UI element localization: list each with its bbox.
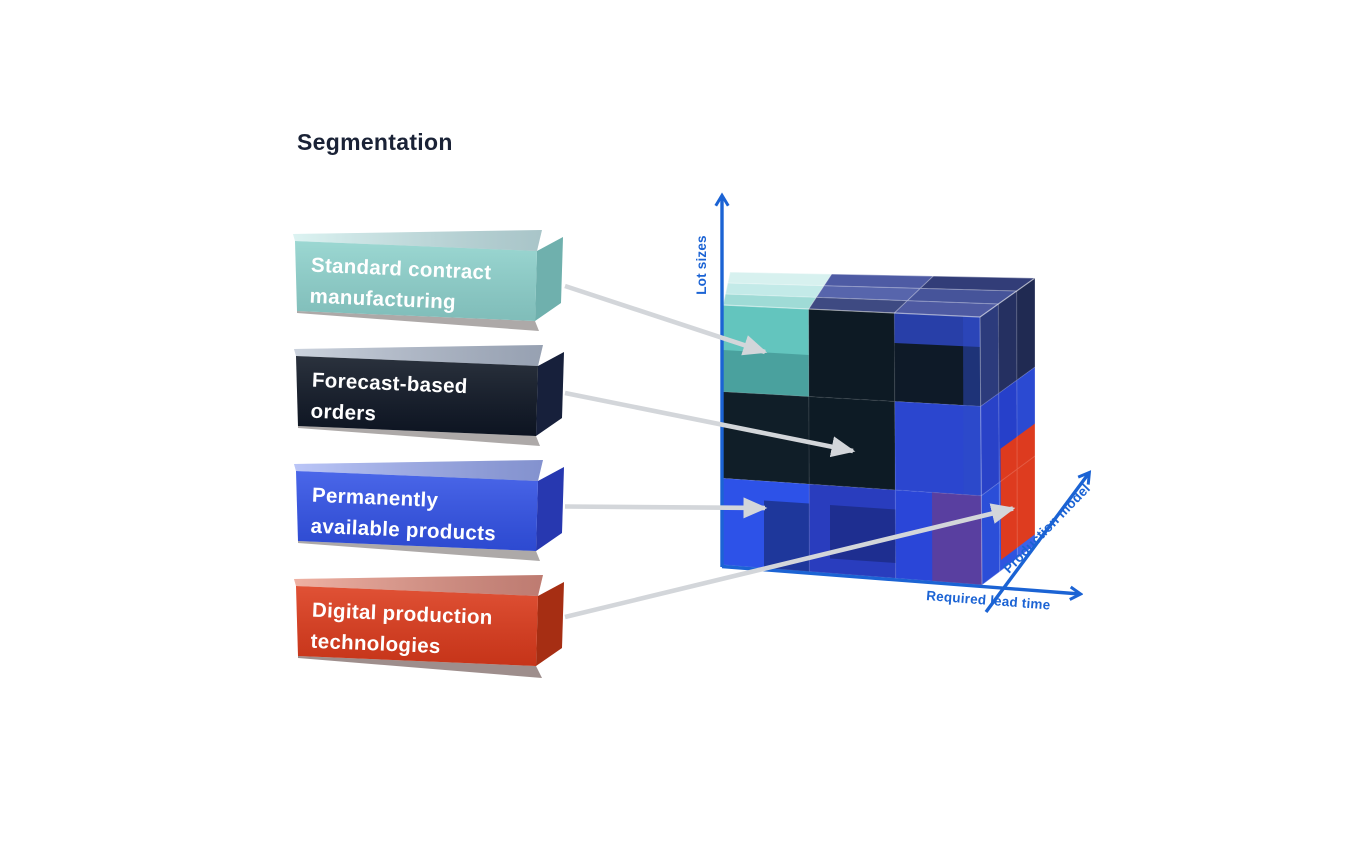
cube-cell-right-0 <box>980 304 999 407</box>
segmentation-cube <box>722 271 1037 586</box>
legend-box-top-shade <box>294 460 543 481</box>
cube-cell-right-1 <box>998 291 1017 394</box>
cube-cell-top-4 <box>816 285 921 301</box>
cube-top-face <box>723 272 1035 317</box>
teal-cell-inner-shade <box>723 350 809 397</box>
z-axis-line <box>984 473 1089 614</box>
y-axis-label: Lot sizes <box>694 235 709 295</box>
cube-cell-right-6 <box>981 482 1000 585</box>
cube-front-face <box>723 305 982 585</box>
connector-arrows <box>564 283 1016 620</box>
blue-edge-strip <box>963 316 982 496</box>
legend-item-digital-production-technologies: Digital production technologies <box>294 575 564 678</box>
legend-box-side-shade <box>536 467 564 551</box>
legend-box-top-shade <box>294 345 543 366</box>
cube-cell-front-5 <box>894 401 982 496</box>
legend-box-front-shade <box>295 241 537 321</box>
legend-box-top-shade <box>294 575 543 596</box>
cube-cell-top-5 <box>907 288 1017 304</box>
page-title: Segmentation <box>297 129 453 155</box>
arrow-permanently-available-products <box>564 497 768 519</box>
arrow-digital-production-technologies <box>564 503 1016 620</box>
arrow-standard-contract-manufacturing <box>564 283 768 356</box>
legend-box-bottom-edge <box>298 656 542 678</box>
cube-cell-right-2 <box>1016 278 1035 381</box>
legend-box-side-shade <box>536 352 564 436</box>
inner-dark-block-2 <box>830 505 896 563</box>
inner-dark-block-1 <box>764 500 810 572</box>
cube-cell-top-1 <box>808 297 908 313</box>
cube-cell-right-3 <box>980 393 1000 496</box>
legend-box-side-shade <box>535 237 563 321</box>
legend-label-line1: Permanently <box>312 484 440 512</box>
cube-cell-top-2 <box>894 300 999 317</box>
legend-item-forecast-based-orders: Forecast-based orders <box>294 345 564 446</box>
legend-item-permanently-available-products: Permanently available products <box>294 460 564 561</box>
legend-item-standard-contract-manufacturing: Standard contract manufacturing <box>293 230 563 331</box>
legend-box-top-shade <box>293 230 542 251</box>
legend-label-line2: technologies <box>310 630 441 658</box>
cube-right-face <box>980 278 1035 585</box>
cube-cell-front-8 <box>895 490 982 585</box>
legend-box-side <box>535 237 563 321</box>
legend-box-bottom-edge <box>298 541 540 561</box>
legend-box-bottom-edge <box>298 426 540 446</box>
legend-box-side <box>536 467 564 551</box>
cube-cell-front-3 <box>723 391 810 485</box>
cube-cell-top-0 <box>723 294 817 309</box>
legend-label-line2: orders <box>310 400 377 426</box>
blue-top-band <box>894 313 981 347</box>
cube-cell-front-1 <box>808 309 895 402</box>
legend-box-front-shade <box>296 471 538 551</box>
legend-box-side <box>536 582 564 666</box>
x-axis-line <box>721 564 1080 595</box>
legend-box-side <box>536 352 564 436</box>
legend-box-side-shade <box>536 582 564 666</box>
cube-cell-top-3 <box>725 283 824 298</box>
legend-box-front-shade <box>296 586 538 666</box>
cube-cell-top-7 <box>824 274 934 289</box>
red-glow-through <box>932 492 982 585</box>
legend-box-bottom-edge <box>297 311 539 331</box>
cube-cell-top-6 <box>727 272 832 286</box>
cube-cell-top-8 <box>920 276 1035 291</box>
legend-box-front-shade <box>296 356 538 436</box>
cube-highlight-cell-digital <box>1000 423 1035 560</box>
arrow-forecast-based-orders <box>564 390 856 458</box>
cube-inner-shading <box>723 313 982 585</box>
